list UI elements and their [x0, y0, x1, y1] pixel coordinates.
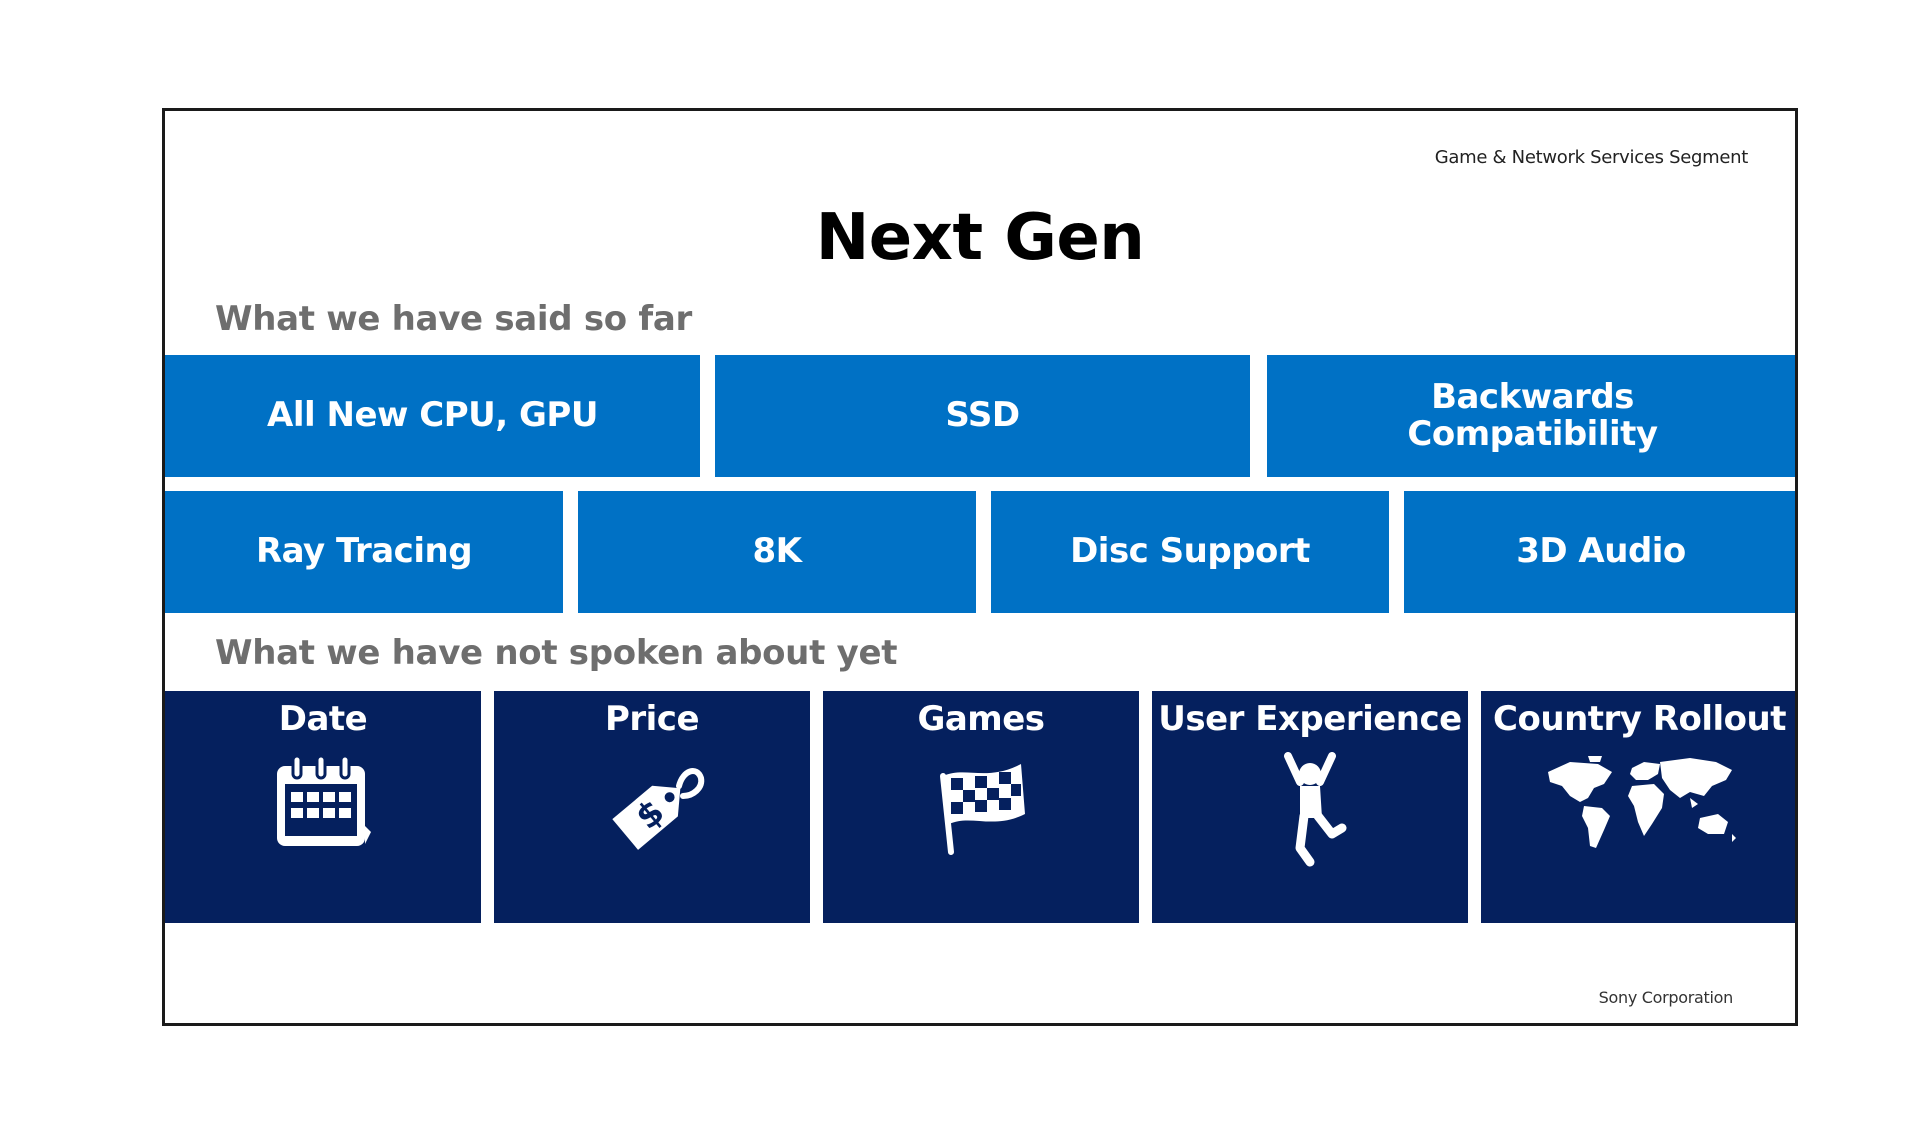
tile-label: Backwards Compatibility — [1407, 376, 1658, 454]
tile-date: Date — [165, 691, 481, 923]
tile-label: 8K — [752, 531, 802, 572]
tile-label: Country Rollout — [1493, 699, 1786, 739]
segment-label: Game & Network Services Segment — [1434, 147, 1749, 168]
calendar-icon — [277, 754, 371, 847]
tile-label: SSD — [945, 395, 1020, 436]
tile-8k: 8K — [578, 491, 976, 613]
tile-label: Disc Support — [1070, 531, 1310, 572]
tile-country-rollout: Country Rollout — [1481, 691, 1795, 923]
tile-backwards-compatibility: Backwards Compatibility — [1267, 355, 1795, 477]
slide-title: Next Gen — [815, 201, 1145, 275]
tile-cpu-gpu: All New CPU, GPU — [165, 355, 700, 477]
tile-games: Games — [823, 691, 1139, 923]
tile-ray-tracing: Ray Tracing — [165, 491, 563, 613]
tile-label: Price — [604, 699, 700, 739]
jumping-person-icon — [1284, 752, 1347, 867]
section-label-not-spoken: What we have not spoken about yet — [215, 633, 898, 673]
tile-price: Price $ — [494, 691, 810, 923]
world-map-icon — [1547, 756, 1736, 849]
tile-3d-audio: 3D Audio — [1404, 491, 1795, 613]
tile-label: User Experience — [1158, 699, 1462, 739]
slide: Game & Network Services Segment Next Gen… — [162, 108, 1798, 1026]
tile-user-experience: User Experience — [1152, 691, 1468, 923]
tile-label: Ray Tracing — [255, 531, 473, 572]
footer-company: Sony Corporation — [1598, 988, 1734, 1007]
tile-disc-support: Disc Support — [991, 491, 1389, 613]
price-tag-icon: $ — [612, 768, 705, 851]
section-label-said: What we have said so far — [215, 299, 693, 339]
checkered-flag-icon — [940, 764, 1025, 856]
tile-label: Games — [917, 699, 1045, 739]
tile-label: All New CPU, GPU — [267, 395, 598, 436]
tile-ssd: SSD — [715, 355, 1250, 477]
tile-label: 3D Audio — [1516, 531, 1686, 572]
tile-label: Date — [278, 699, 368, 739]
